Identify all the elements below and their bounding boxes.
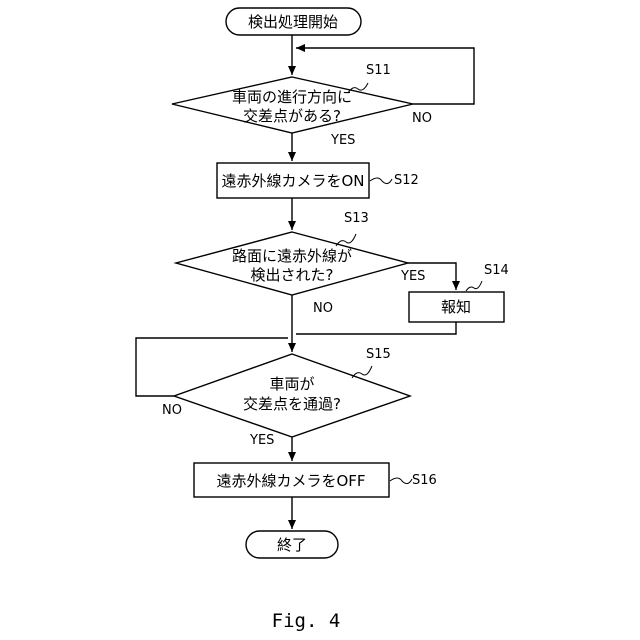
line-s14-to-merge [296, 322, 456, 334]
s16-step-label: S16 [412, 473, 437, 488]
s14-label: 報知 [441, 298, 471, 316]
decision-s13: 路面に遠赤外線が 検出された? [176, 232, 408, 295]
s15-step-label: S15 [366, 347, 391, 362]
s12-label: 遠赤外線カメラをON [221, 172, 364, 190]
s14-leader [466, 281, 482, 291]
s16-label: 遠赤外線カメラをOFF [216, 472, 365, 490]
s11-no-label: NO [412, 111, 432, 126]
s11-line1: 車両の進行方向に [232, 88, 352, 106]
figure-caption: Fig. 4 [272, 610, 341, 632]
s13-step-label: S13 [344, 211, 369, 226]
s13-no-label: NO [313, 301, 333, 316]
s13-line2: 検出された? [251, 266, 334, 284]
start-terminal: 検出処理開始 [226, 8, 361, 35]
s13-yes-label: YES [400, 269, 425, 284]
s12-step-label: S12 [394, 173, 419, 188]
s11-step-label: S11 [366, 63, 391, 78]
s11-yes-label: YES [330, 133, 355, 148]
s15-line2: 交差点を通過? [243, 395, 341, 413]
start-label: 検出処理開始 [248, 13, 338, 31]
s11-line2: 交差点がある? [243, 107, 341, 125]
s15-yes-label: YES [249, 433, 274, 448]
s13-line1: 路面に遠赤外線が [232, 247, 352, 265]
s16-leader [390, 478, 412, 484]
decision-s11: 車両の進行方向に 交差点がある? [172, 77, 413, 133]
s15-no-label: NO [162, 403, 182, 418]
decision-s15: 車両が 交差点を通過? [174, 354, 410, 437]
s15-line1: 車両が [269, 375, 314, 393]
process-s16: 遠赤外線カメラをOFF [194, 463, 389, 497]
end-terminal: 終了 [246, 531, 338, 558]
s12-leader [370, 178, 392, 184]
end-label: 終了 [277, 536, 307, 554]
process-s14: 報知 [409, 292, 504, 322]
s14-step-label: S14 [484, 263, 509, 278]
process-s12: 遠赤外線カメラをON [217, 163, 369, 198]
